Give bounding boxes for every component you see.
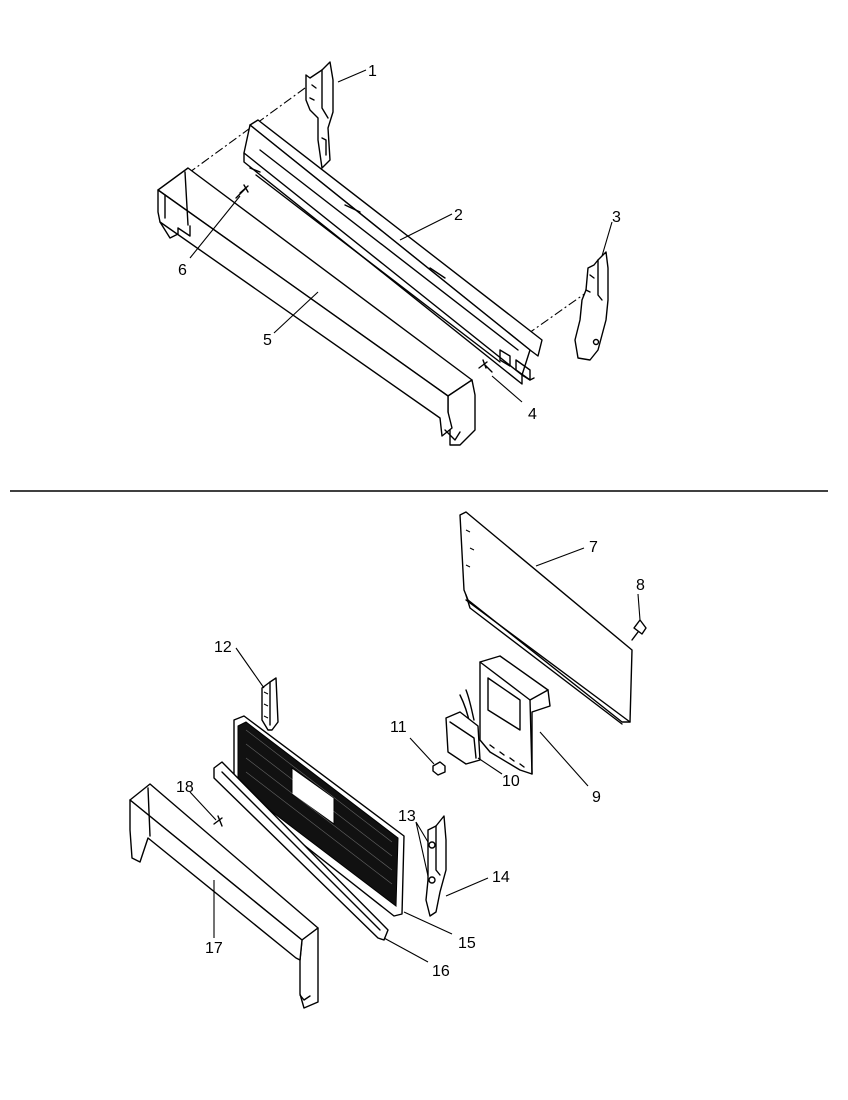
callout-10: 10: [502, 773, 520, 790]
callout-14: 14: [492, 869, 510, 886]
control-panel: [233, 715, 405, 917]
left-side-bracket: [261, 677, 279, 731]
callout-8: 8: [636, 577, 645, 594]
upper-assembly: [157, 61, 609, 446]
control-housing: [459, 655, 551, 775]
alignment-line-left: [189, 87, 306, 173]
callout-4: 4: [528, 406, 537, 423]
leader-lines: [189, 69, 641, 963]
left-end-bracket: [305, 61, 334, 169]
lower-assembly: [129, 511, 647, 1009]
trim-strip: [213, 761, 389, 941]
control-board: [445, 711, 481, 765]
screw-6: [235, 184, 249, 199]
callout-9: 9: [592, 789, 601, 806]
callout-13: 13: [398, 808, 416, 825]
callout-3: 3: [612, 209, 621, 226]
callout-1: 1: [368, 63, 377, 80]
screw-8: [631, 619, 647, 641]
callout-labels: 1 2 3 4 5 6 7 8 9 10 11 12 13 14 15 16 1…: [176, 63, 645, 980]
front-cover: [157, 167, 476, 446]
callout-17: 17: [205, 940, 223, 957]
callout-7: 7: [589, 539, 598, 556]
callout-16: 16: [432, 963, 450, 980]
screw-4: [478, 359, 493, 373]
callout-11: 11: [390, 719, 407, 736]
callout-18: 18: [176, 779, 194, 796]
lower-front-cover: [129, 783, 319, 1009]
right-end-bracket: [574, 251, 609, 361]
right-side-bracket: [425, 815, 447, 917]
callout-6: 6: [178, 262, 187, 279]
screw-18: [213, 815, 223, 827]
rear-panel: [459, 511, 633, 725]
backguard-channel: [243, 119, 543, 385]
knob: [432, 761, 446, 776]
callout-2: 2: [454, 207, 463, 224]
alignment-line-right: [511, 289, 591, 346]
callout-12: 12: [214, 639, 232, 656]
callout-15: 15: [458, 935, 476, 952]
callout-5: 5: [263, 332, 272, 349]
